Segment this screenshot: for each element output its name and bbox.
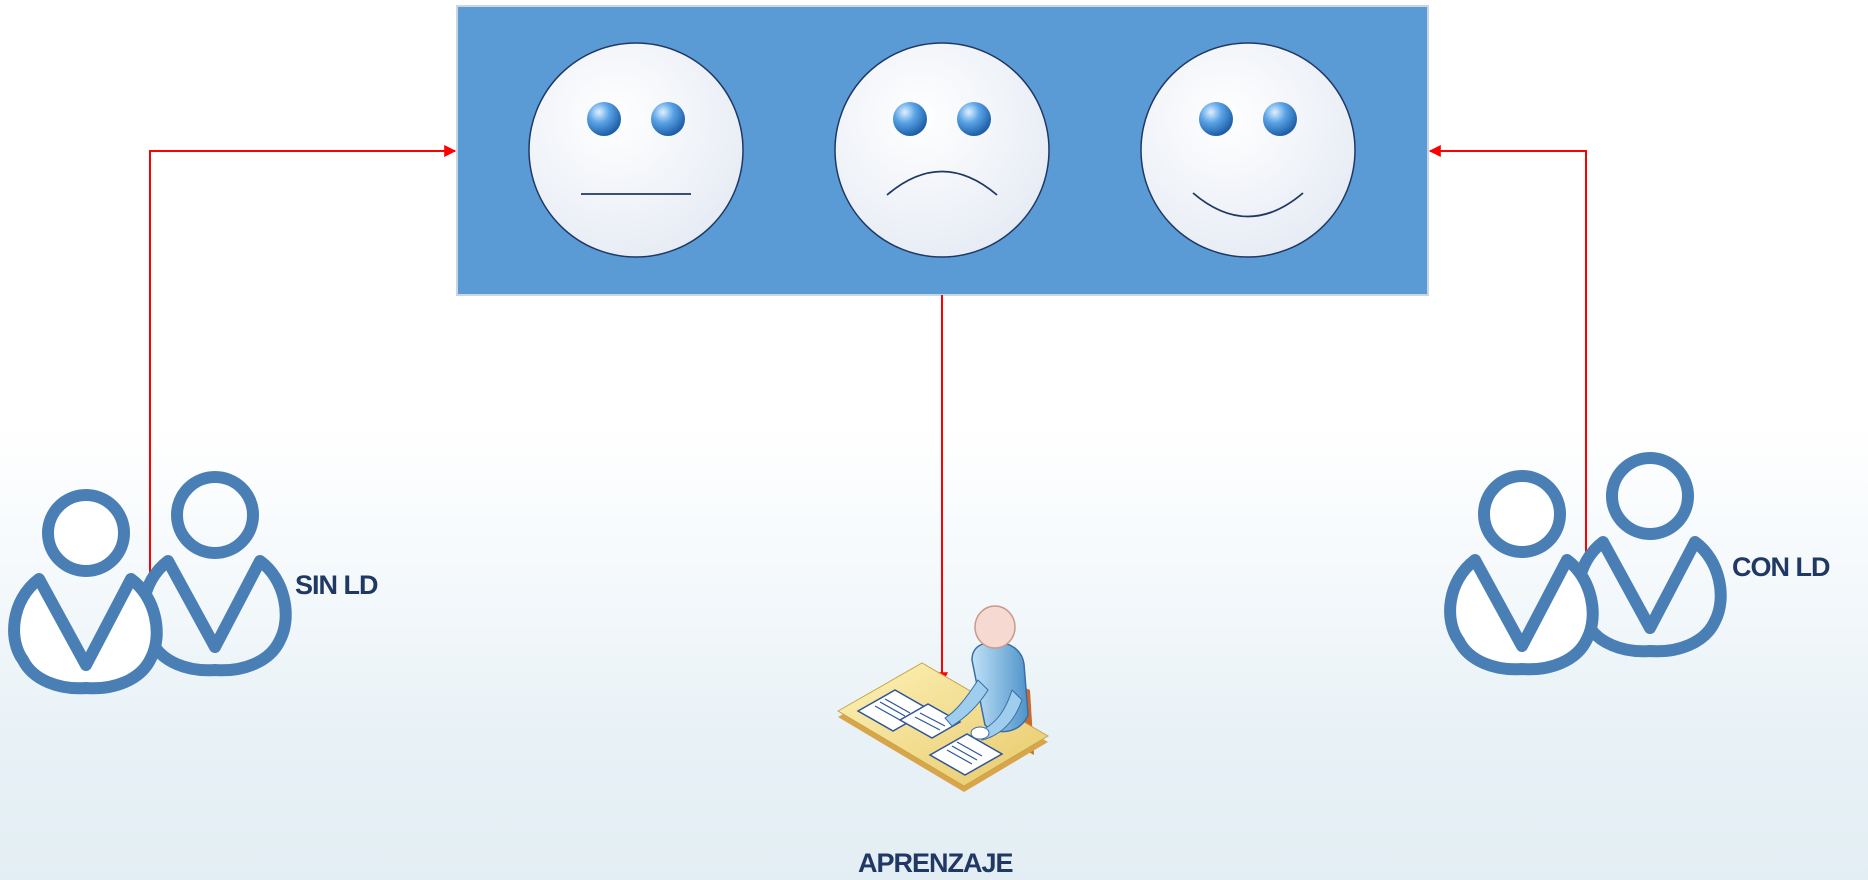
sad-face-icon <box>835 43 1049 257</box>
neutral-face-icon <box>529 43 743 257</box>
learning-label: APRENZAJE <box>858 848 1013 879</box>
happy-face-icon <box>1141 43 1355 257</box>
arrow-left-to-panel <box>150 151 455 595</box>
faces-panel <box>457 6 1428 295</box>
group-label-con-ld: CON LD <box>1732 552 1830 583</box>
group-label-sin-ld: SIN LD <box>295 570 378 601</box>
